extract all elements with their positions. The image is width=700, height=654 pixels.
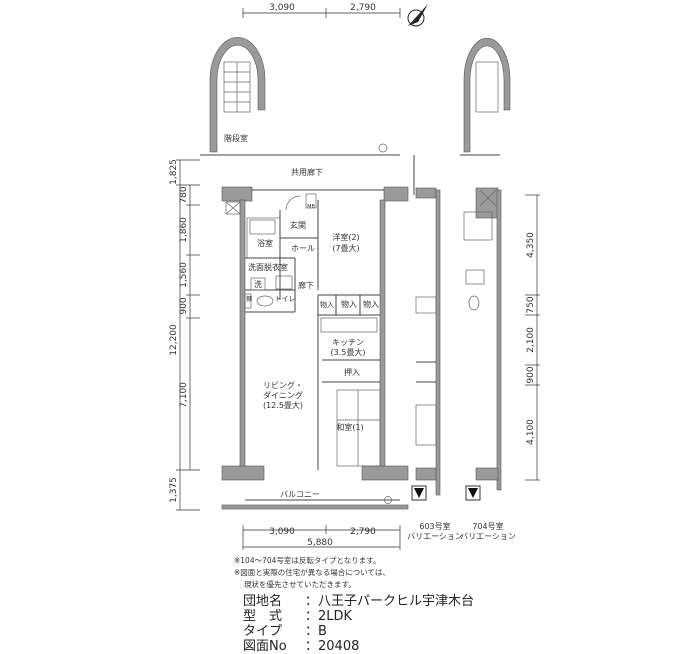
variation-704-plan: 704号室 バリエーション xyxy=(460,37,516,541)
label-entrance: 玄関 xyxy=(290,220,306,230)
label-meter-box: MB xyxy=(307,204,315,210)
separator: ： xyxy=(305,594,319,609)
dim-right-4100: 4,100 xyxy=(526,419,536,445)
info-variant: タイプ ：B xyxy=(243,624,327,639)
label-kitchen-size: (3.5畳大) xyxy=(331,347,366,357)
main-unit-plan xyxy=(221,186,409,510)
label-hall: ホール xyxy=(291,244,315,253)
room-labels: 玄関 ホール 浴室 洋室(2) (7畳大) 洗面脱衣室 洗 棚 トイレ 廊下 M… xyxy=(246,204,379,499)
info-complex-value: 八王子パークヒル宇津木台 xyxy=(318,594,475,609)
label-balcony: バルコニー xyxy=(280,490,320,499)
info-variant-label: タイプ xyxy=(243,624,283,639)
label-western-room: 洋室(2) xyxy=(332,232,359,242)
label-bath: 浴室 xyxy=(257,238,273,248)
variation-603-label: バリエーション xyxy=(407,532,463,541)
info-drawing: 図面No ：20408 xyxy=(243,639,359,654)
dim-right-900: 900 xyxy=(526,366,536,383)
note-1: ※104〜704号室は反転タイプとなります。 xyxy=(234,555,380,565)
label-storage-2: 物入 xyxy=(341,299,357,309)
dim-right-4350: 4,350 xyxy=(526,232,536,258)
note-2: ※図面と実際の住宅が異なる場合については、 xyxy=(234,567,390,577)
dim-left-1825: 1,825 xyxy=(169,159,179,185)
variation-704-room: 704号室 xyxy=(472,521,503,531)
dim-bottom-total: 5,880 xyxy=(307,538,333,548)
dim-left-780: 780 xyxy=(179,186,189,203)
label-toilet: トイレ xyxy=(275,295,296,303)
dim-top-1: 3,090 xyxy=(269,3,295,13)
info-complex: 団地名 ：八王子パークヒル宇津木台 xyxy=(243,594,474,609)
label-stairs: 階段室 xyxy=(224,133,248,143)
label-shelf: 棚 xyxy=(246,295,252,303)
info-drawing-value: 20408 xyxy=(318,639,360,654)
bottom-dimension-lines: 3,090 2,790 5,880 xyxy=(242,525,401,550)
label-storage-1: 物入 xyxy=(320,300,334,309)
dim-top-2: 2,790 xyxy=(350,3,376,13)
label-living-1: リビング・ xyxy=(263,380,303,390)
left-dimension-lines: 1,825 780 1,860 1,560 900 12,200 7,100 1… xyxy=(169,159,200,511)
dim-right-750: 750 xyxy=(526,296,536,313)
info-type-value: 2LDK xyxy=(318,609,353,624)
note-3: 現状を優先させていただきます。 xyxy=(244,579,356,589)
label-japanese-room: 和室(1) xyxy=(336,422,363,432)
label-corridor: 共用廊下 xyxy=(291,167,323,177)
info-type: 型 式 ：2LDK xyxy=(243,609,352,624)
label-storage-3: 物入 xyxy=(363,299,379,309)
label-closet: 押入 xyxy=(344,367,360,377)
dim-left-12200: 12,200 xyxy=(169,324,179,356)
label-hallway: 廊下 xyxy=(298,280,314,290)
variation-704-label: バリエーション xyxy=(460,532,516,541)
info-complex-label: 団地名 xyxy=(243,594,283,609)
info-type-label: 型 式 xyxy=(243,609,283,624)
label-living-size: (12.5畳大) xyxy=(263,400,303,410)
separator: ： xyxy=(305,639,319,654)
label-washer: 洗 xyxy=(254,279,262,289)
dim-bottom-2: 2,790 xyxy=(350,527,376,537)
separator: ： xyxy=(305,624,319,639)
stairwell: 階段室 xyxy=(200,37,400,156)
label-western-size: (7畳大) xyxy=(332,243,359,253)
dim-left-900: 900 xyxy=(179,297,189,314)
dim-right-2100: 2,100 xyxy=(526,327,536,353)
label-washroom: 洗面脱衣室 xyxy=(248,262,288,272)
top-dimension-line: 3,090 2,790 xyxy=(242,3,401,18)
dim-left-1375: 1,375 xyxy=(169,477,179,503)
variation-603-room: 603号室 xyxy=(419,521,450,531)
right-dimension-lines: 4,350 750 2,100 900 4,100 xyxy=(525,194,540,481)
label-kitchen: キッチン xyxy=(332,338,364,347)
north-arrow-icon xyxy=(407,4,428,27)
dim-left-1860: 1,860 xyxy=(179,217,189,243)
label-living-2: ダイニング xyxy=(263,390,303,400)
dim-left-1560: 1,560 xyxy=(179,262,189,288)
info-drawing-label: 図面No xyxy=(243,639,287,654)
variation-603-plan: 603号室 バリエーション xyxy=(407,155,463,541)
info-variant-value: B xyxy=(318,624,327,639)
dim-bottom-1: 3,090 xyxy=(269,527,295,537)
separator: ： xyxy=(305,609,319,624)
dim-left-7100: 7,100 xyxy=(179,382,189,408)
